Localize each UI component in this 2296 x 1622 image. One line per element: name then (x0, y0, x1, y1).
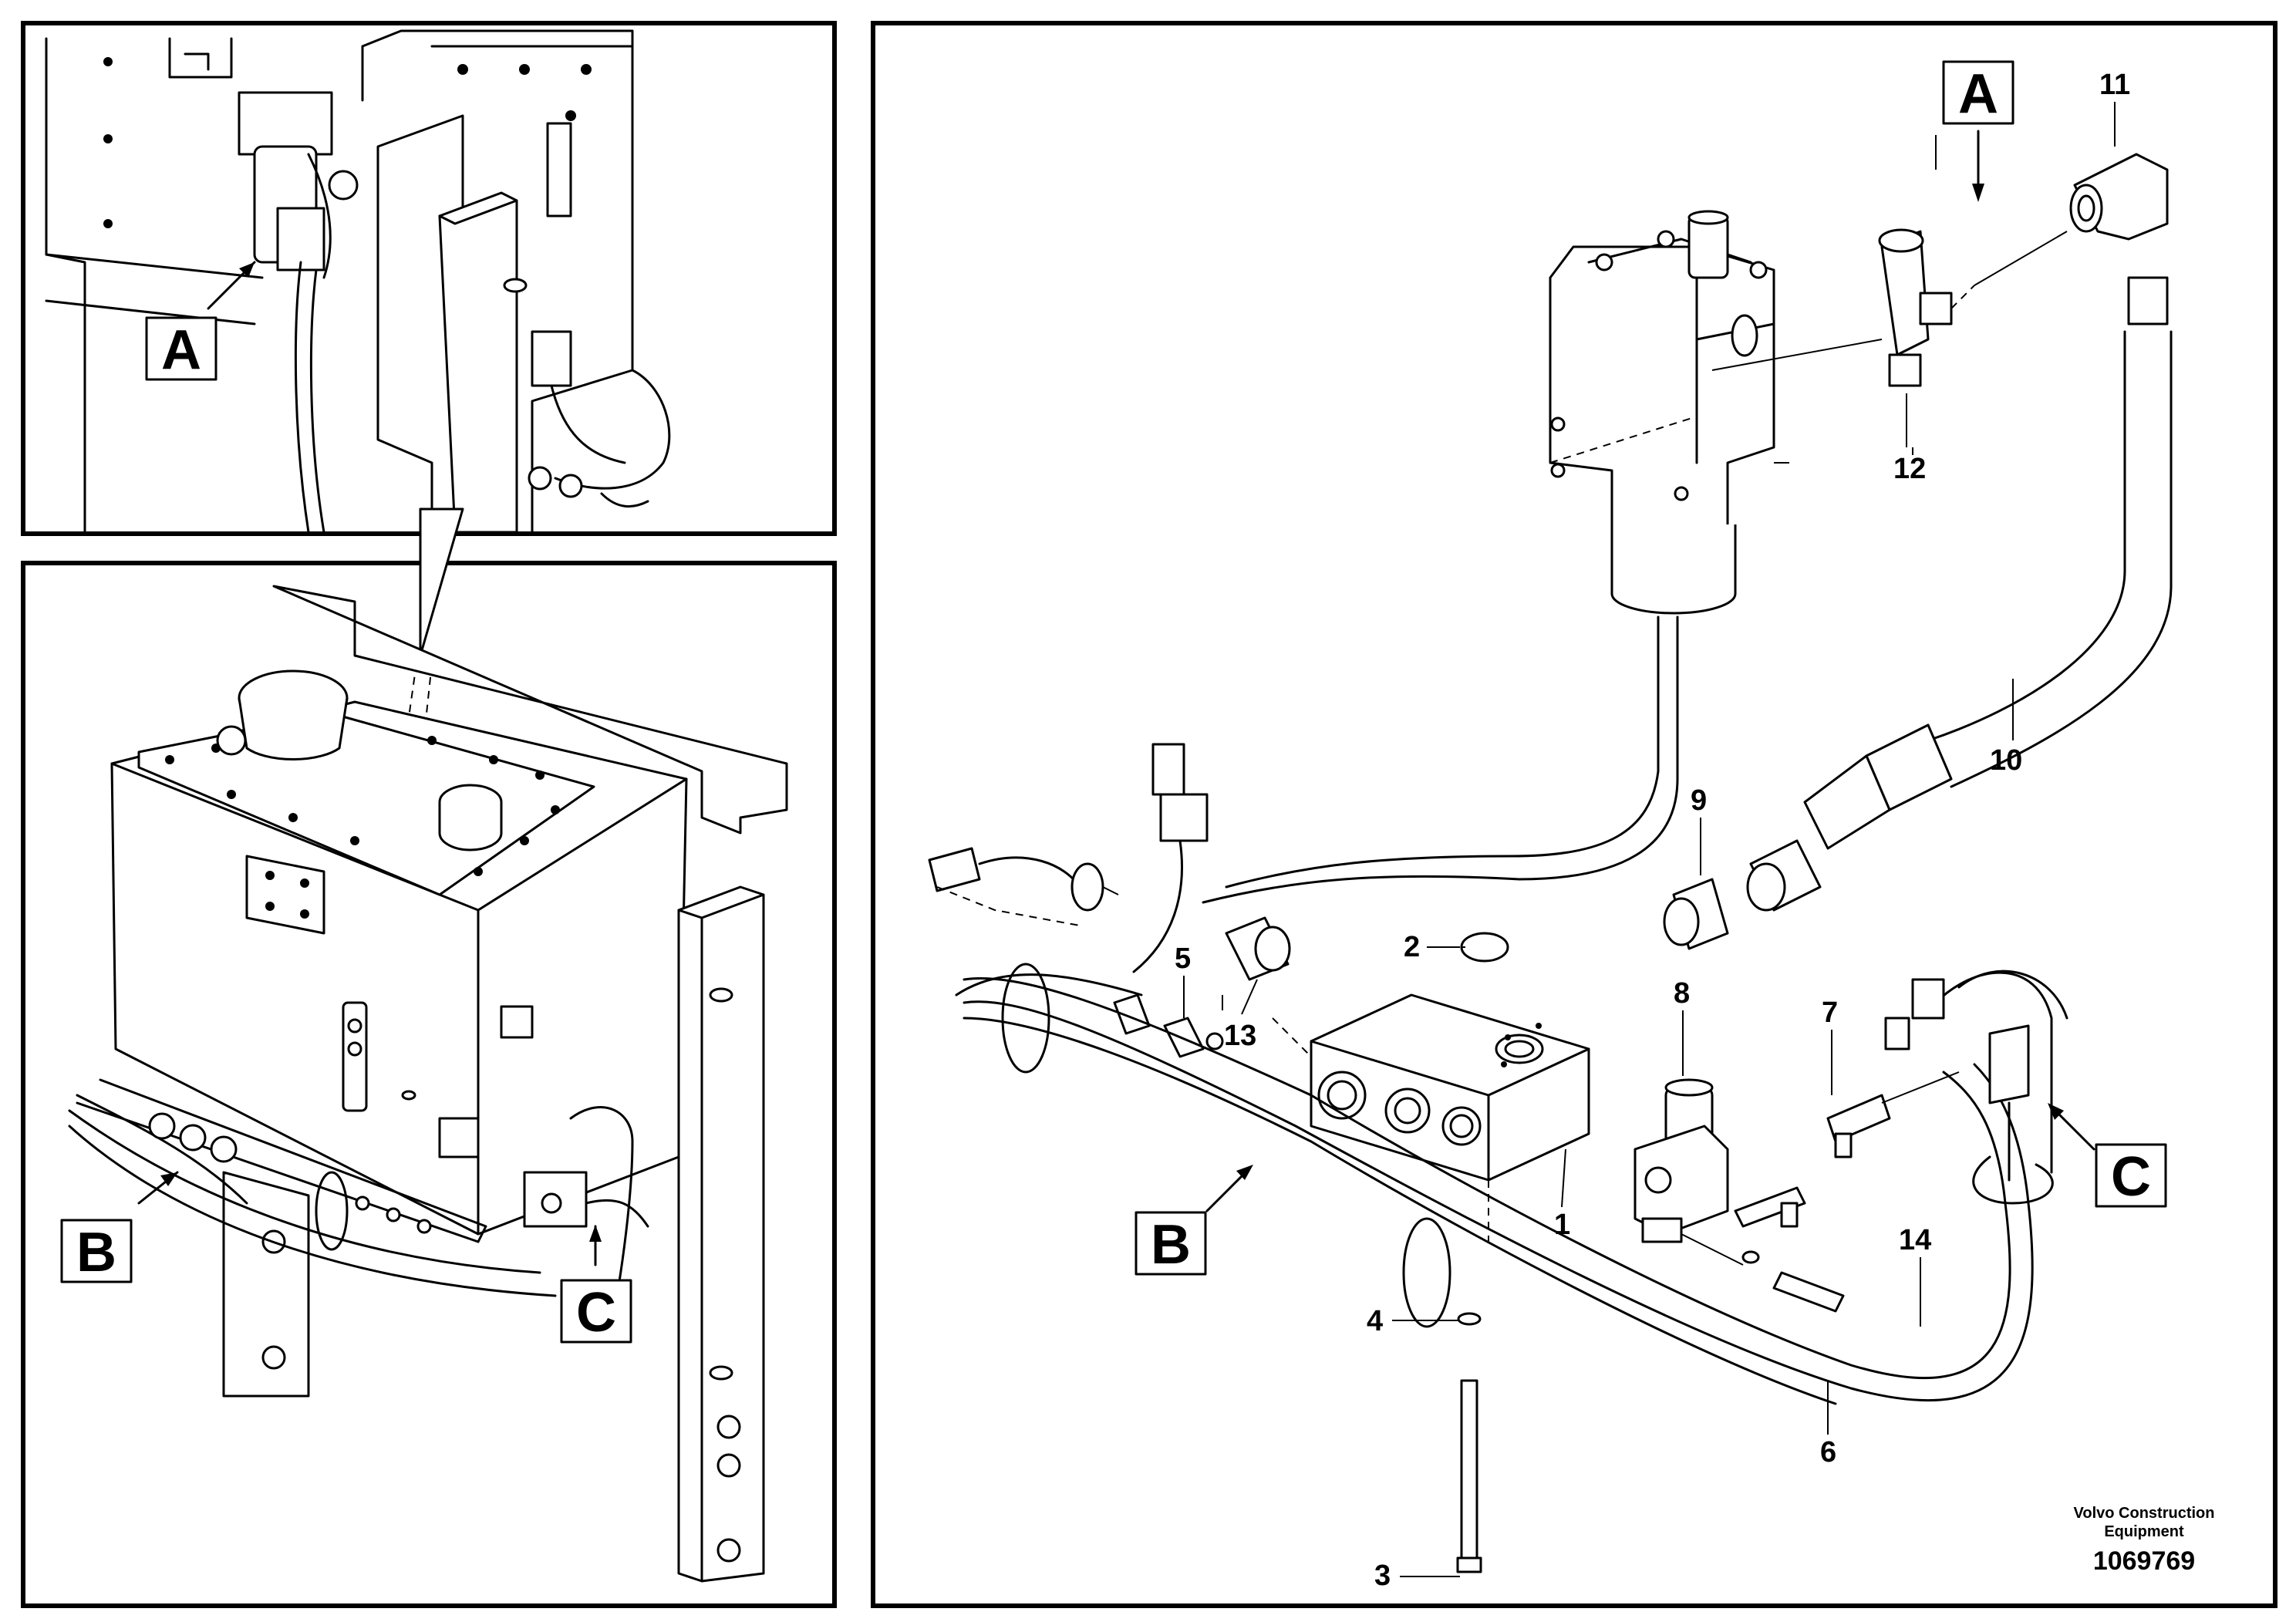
main-exploded-view (928, 135, 2173, 1573)
view-label-b-main-group: B (1135, 1165, 1253, 1276)
callout-14: 14 (1899, 1224, 1931, 1256)
view-label-a-detail: A (161, 319, 201, 381)
callout-11: 11 (2099, 69, 2130, 101)
view-label-c-main-group: C (2048, 1103, 2167, 1208)
callout-8: 8 (1674, 977, 1690, 1010)
callout-10: 10 (1990, 744, 2022, 777)
view-label-c-detail: C (576, 1282, 616, 1344)
callout-3: 3 (1374, 1560, 1391, 1592)
bottom-left-tank-assembly: B C (60, 585, 788, 1583)
company-line-2: Equipment (2104, 1523, 2184, 1540)
view-label-a-main-group: A (1942, 60, 2014, 202)
callout-12: 12 (1893, 453, 1926, 485)
callout-7: 7 (1822, 996, 1838, 1029)
callout-6: 6 (1820, 1436, 1836, 1469)
company-line-1: Volvo Construction (2074, 1505, 2215, 1522)
view-label-b-main: B (1151, 1214, 1191, 1276)
callout-1: 1 (1554, 1209, 1570, 1241)
main-panel (871, 21, 2277, 1608)
callout-9: 9 (1691, 784, 1707, 817)
drawing-number: 1069769 (2093, 1546, 2195, 1576)
callout-2: 2 (1404, 931, 1420, 963)
view-label-b-detail: B (76, 1222, 116, 1283)
callout-13: 13 (1224, 1020, 1256, 1052)
view-label-c-main: C (2111, 1146, 2151, 1208)
view-label-a-main: A (1958, 63, 1998, 125)
callout-5: 5 (1175, 943, 1191, 975)
top-left-tank-detail: A (45, 29, 671, 534)
callout-4: 4 (1367, 1305, 1383, 1337)
